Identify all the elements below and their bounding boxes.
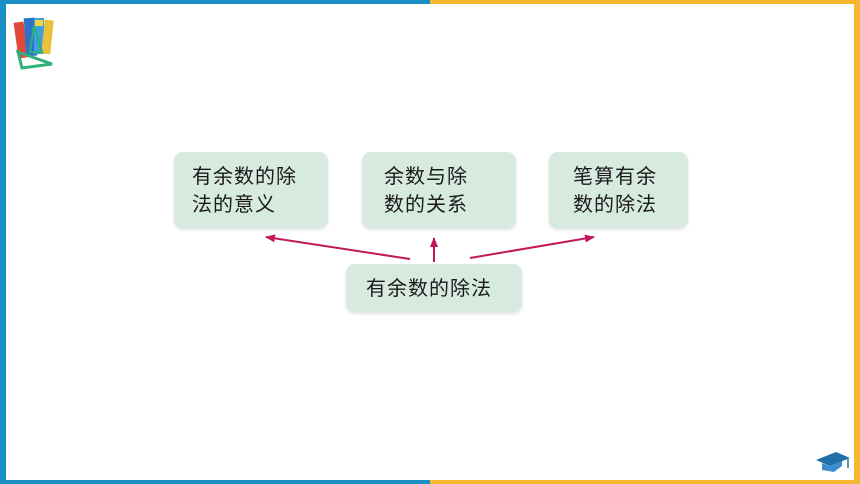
- arrow-to-meaning: [265, 234, 411, 260]
- books-and-ruler-icon: [13, 17, 54, 70]
- frame-top-left: [0, 0, 430, 4]
- frame-bottom-left: [0, 480, 430, 484]
- graduation-cap-icon[interactable]: [814, 448, 852, 474]
- frame-left: [0, 0, 6, 484]
- box-line: 有余数的除法: [366, 276, 492, 300]
- frame-top-right: [430, 0, 860, 4]
- box-written-division: 笔算有余 数的除法: [549, 152, 688, 228]
- box-remainder-divisor-relation: 余数与除 数的关系: [362, 152, 516, 228]
- box-line: 数的关系: [384, 192, 468, 216]
- box-line: 余数与除: [384, 164, 468, 188]
- box-line: 法的意义: [192, 192, 276, 216]
- box-line: 有余数的除: [192, 164, 297, 188]
- box-line: 数的除法: [573, 192, 657, 216]
- box-root-topic: 有余数的除法: [346, 264, 522, 312]
- box-line: 笔算有余: [573, 164, 657, 188]
- arrow-to-written: [469, 234, 595, 259]
- box-meaning-of-division: 有余数的除 法的意义: [174, 152, 328, 228]
- frame-right: [854, 0, 860, 484]
- frame-bottom-right: [430, 480, 860, 484]
